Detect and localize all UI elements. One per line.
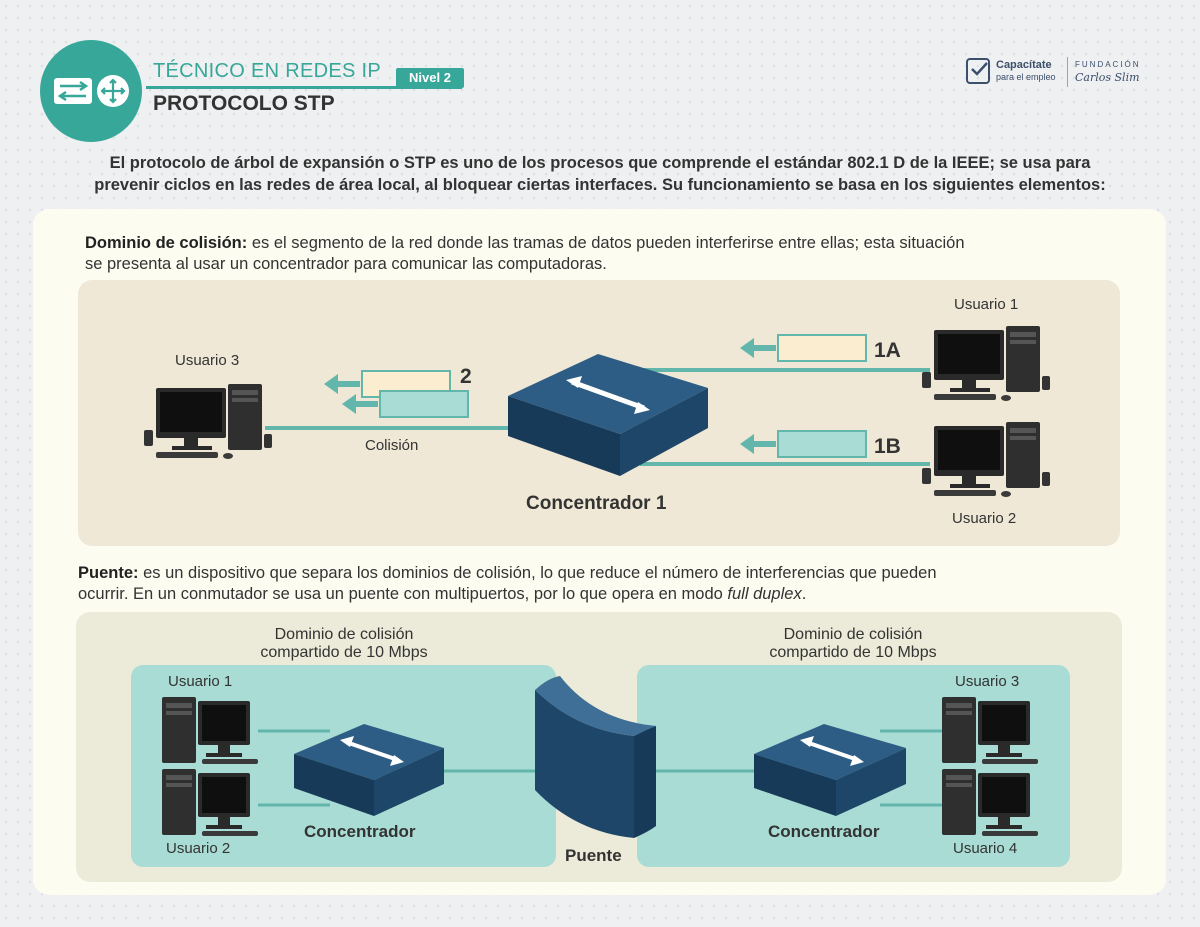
pc-user-1-right-diagram — [162, 697, 258, 764]
frame-1b — [740, 430, 867, 458]
frame-2-collision — [324, 370, 469, 418]
collision-domain-text-1: es el segmento de la red donde las trama… — [247, 234, 965, 252]
label-bridge: Puente — [565, 846, 622, 865]
logo-tagline: para el empleo — [996, 72, 1056, 82]
bridge-term: Puente: — [78, 564, 139, 582]
pc-user-4-right-diagram — [942, 769, 1038, 836]
bridge-text-end: . — [801, 585, 807, 603]
bridge-definition: Puente: es un dispositivo que separa los… — [78, 563, 1138, 605]
label-user-1: Usuario 1 — [954, 296, 1019, 313]
hub-left-device — [294, 724, 444, 816]
frame-1a — [740, 334, 867, 362]
label-frame-1b: 1B — [874, 435, 901, 458]
domain-right-caption-2: compartido de 10 Mbps — [769, 644, 937, 661]
logo-divider — [1067, 57, 1068, 87]
domain-left-caption: Dominio de colisión compartido de 10 Mbp… — [224, 626, 464, 662]
label-user-2: Usuario 2 — [952, 510, 1017, 527]
sponsor-logo: Capacítate para el empleo FUNDACIÓN Carl… — [965, 55, 1155, 89]
hub-1-device — [508, 354, 708, 476]
intro-line-1: El protocolo de árbol de expansión o STP… — [109, 154, 1091, 172]
label-frame-2: 2 — [460, 365, 472, 388]
label-hub-left: Concentrador — [304, 822, 416, 841]
label-hub-right: Concentrador — [768, 822, 880, 841]
level-badge: Nivel 2 — [396, 68, 464, 88]
collision-domain-term: Dominio de colisión: — [85, 234, 248, 252]
hub-right-device — [754, 724, 906, 816]
domain-left-caption-2: compartido de 10 Mbps — [260, 644, 428, 661]
pc-user-3-right-diagram — [942, 697, 1038, 764]
logo-foundation: FUNDACIÓN — [1075, 60, 1141, 69]
label-collision: Colisión — [365, 437, 419, 454]
bridge-device — [535, 676, 656, 838]
collision-domain-text-2: se presenta al usar un concentrador para… — [85, 255, 607, 273]
intro-text: El protocolo de árbol de expansión o STP… — [30, 152, 1170, 196]
page-title: PROTOCOLO STP — [153, 92, 335, 115]
label-bridge-user-2: Usuario 2 — [166, 840, 231, 857]
bridge-text-2: ocurrir. En un conmutador se usa un puen… — [78, 585, 728, 603]
course-title: TÉCNICO EN REDES IP — [153, 60, 381, 82]
label-hub-1: Concentrador 1 — [526, 493, 667, 514]
label-frame-1a: 1A — [874, 339, 901, 362]
bridge-text-1: es un dispositivo que separa los dominio… — [138, 564, 937, 582]
collision-domain-definition: Dominio de colisión: es el segmento de l… — [85, 233, 1125, 275]
pc-user-2-right-diagram — [162, 769, 258, 836]
logo-name: Capacítate — [996, 59, 1052, 71]
domain-right-caption: Dominio de colisión compartido de 10 Mbp… — [733, 626, 973, 662]
network-icon — [54, 75, 129, 107]
label-bridge-user-4: Usuario 4 — [953, 840, 1018, 857]
intro-line-2: prevenir ciclos en las redes de área loc… — [94, 176, 1106, 194]
bridge-text-full-duplex: full duplex — [727, 585, 802, 603]
course-badge — [40, 40, 142, 142]
logo-foundation-name: Carlos Slim — [1075, 71, 1140, 84]
header-divider — [146, 86, 462, 89]
label-user-3: Usuario 3 — [175, 352, 240, 369]
label-bridge-user-3: Usuario 3 — [955, 673, 1020, 690]
domain-right-caption-1: Dominio de colisión — [783, 626, 923, 643]
domain-left-caption-1: Dominio de colisión — [274, 626, 414, 643]
label-bridge-user-1: Usuario 1 — [168, 673, 233, 690]
